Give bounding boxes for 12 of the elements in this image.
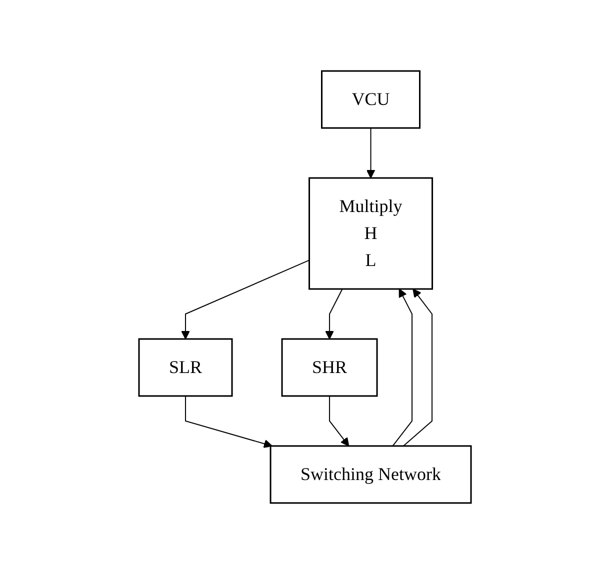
node-box: SLR — [138, 338, 233, 396]
arrow — [402, 288, 432, 446]
arrow — [329, 395, 350, 446]
node-box: VCU — [321, 70, 421, 128]
node-box: Multiply H L — [308, 176, 434, 290]
arrow — [366, 127, 376, 178]
arrow — [181, 259, 310, 339]
arrow — [392, 288, 412, 446]
arrow — [325, 288, 343, 339]
node-box: SHR — [281, 338, 378, 396]
node-box: Switching Network — [270, 444, 472, 504]
arrow — [185, 395, 272, 448]
